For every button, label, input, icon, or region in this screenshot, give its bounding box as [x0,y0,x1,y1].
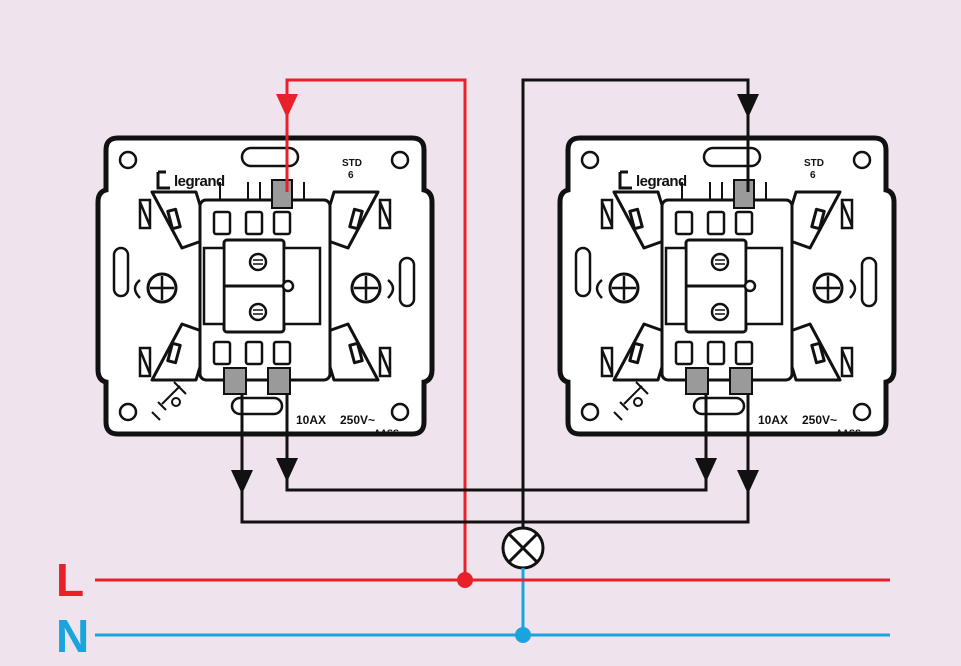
switch-right-current: 10AX [758,413,788,427]
neutral-junction [515,627,531,643]
arrow-down-icon [737,470,759,494]
switch-right-model-sub: 6 [810,170,816,181]
switch-right-model: STD [804,158,824,169]
switch-left-voltage: 250V~ [340,413,375,427]
switch-left-cert: AASS [374,428,399,438]
live-wire-feed [285,78,467,580]
switch-right-brand: legrand [636,173,687,190]
arrow-down-icon [276,458,298,482]
traveller-wire-outer [240,395,750,524]
arrow-down-icon [737,94,759,118]
switch-left-brand: legrand [174,173,225,190]
switch-left-model: STD [342,158,362,169]
switch-right-cert: AASS [836,428,861,438]
traveller-wire-inner [285,395,708,492]
switch-left: legrand STD 6 10AX 250V~ AASS [98,138,432,438]
live-label: L [56,554,84,606]
arrow-down-icon [231,470,253,494]
switch-right-voltage: 250V~ [802,413,837,427]
arrow-down-icon [276,94,298,118]
lamp-to-right-switch-wire [521,78,750,528]
switch-left-model-sub: 6 [348,170,354,181]
live-junction [457,572,473,588]
arrow-down-icon [695,458,717,482]
neutral-label: N [56,610,89,661]
switch-right: legrand STD 6 10AX 250V~ AASS [560,138,894,438]
lamp-icon [501,526,545,570]
switch-left-current: 10AX [296,413,326,427]
